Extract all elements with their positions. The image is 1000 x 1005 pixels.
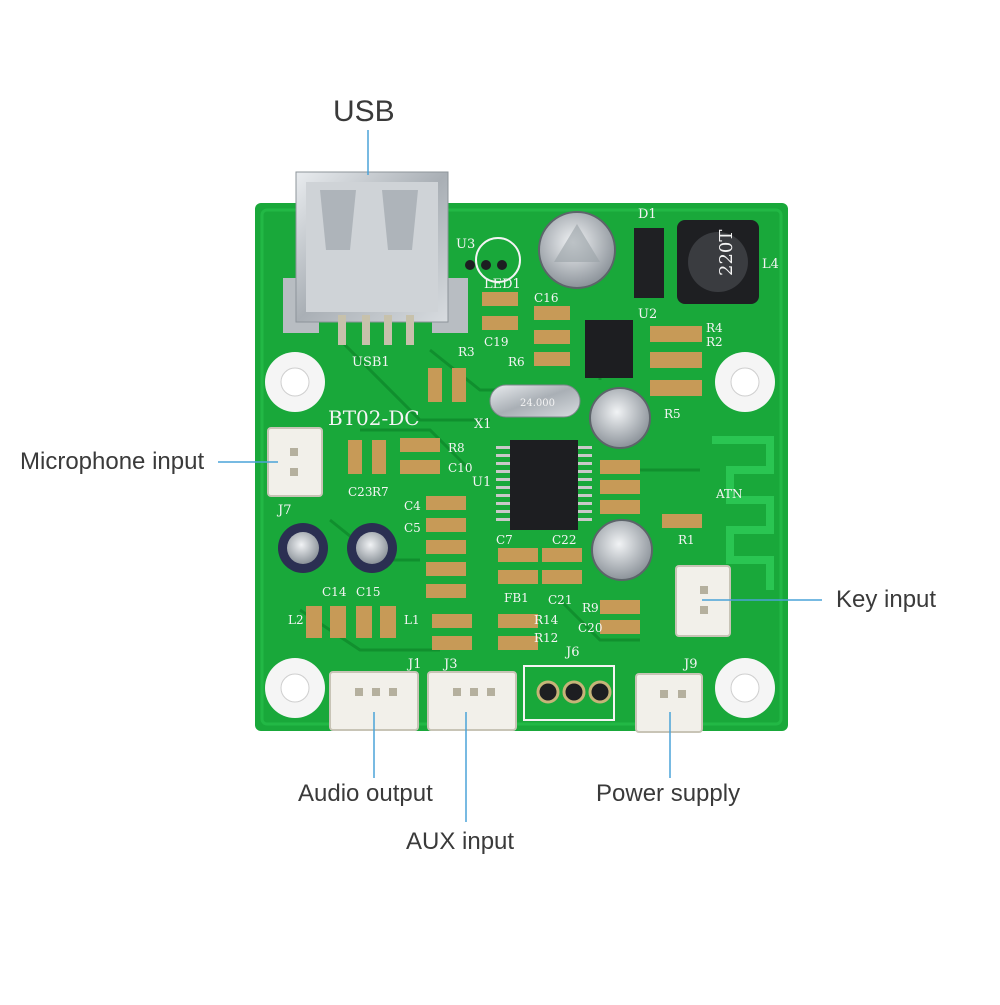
svg-text:C7: C7 xyxy=(496,533,513,547)
svg-text:U1: U1 xyxy=(472,475,491,490)
svg-text:R2: R2 xyxy=(706,335,723,349)
svg-text:R1: R1 xyxy=(678,533,695,547)
svg-text:C14: C14 xyxy=(322,585,347,599)
usb-connector xyxy=(283,171,468,345)
inductor: 220T xyxy=(677,220,759,304)
svg-text:R8: R8 xyxy=(448,441,465,455)
power-supply-callout-label: Power supply xyxy=(596,780,741,807)
svg-text:R3: R3 xyxy=(458,345,475,359)
svg-text:J9: J9 xyxy=(682,657,697,672)
svg-text:ATN: ATN xyxy=(715,487,743,501)
svg-text:C23: C23 xyxy=(348,485,372,499)
svg-text:C4: C4 xyxy=(404,499,421,513)
svg-text:LED1: LED1 xyxy=(484,277,521,292)
svg-text:220T: 220T xyxy=(716,230,737,276)
svg-text:USB1: USB1 xyxy=(352,355,390,370)
antenna-trace xyxy=(712,436,774,590)
svg-text:U3: U3 xyxy=(456,237,475,252)
svg-text:D1: D1 xyxy=(638,207,657,222)
svg-text:C21: C21 xyxy=(548,593,572,607)
svg-text:C19: C19 xyxy=(484,335,508,349)
svg-text:R6: R6 xyxy=(508,355,525,369)
leader-lines xyxy=(218,130,822,822)
svg-text:FB1: FB1 xyxy=(504,591,529,605)
svg-text:L2: L2 xyxy=(288,613,304,627)
svg-text:U2: U2 xyxy=(638,307,657,322)
svg-text:C22: C22 xyxy=(552,533,576,547)
svg-text:L1: L1 xyxy=(404,613,420,627)
svg-text:C15: C15 xyxy=(356,585,380,599)
svg-text:L4: L4 xyxy=(762,257,779,272)
svg-text:J1: J1 xyxy=(406,657,421,672)
svg-text:C20: C20 xyxy=(578,621,602,635)
microphone-input-callout-label: Microphone input xyxy=(20,448,205,475)
svg-text:J3: J3 xyxy=(442,657,457,672)
svg-text:R7: R7 xyxy=(372,485,389,499)
svg-text:R4: R4 xyxy=(706,321,723,335)
svg-text:R9: R9 xyxy=(582,601,599,615)
electrolytic-capacitor xyxy=(278,211,653,581)
usb-callout-label: USB xyxy=(333,95,395,128)
svg-text:J6: J6 xyxy=(564,645,579,660)
silkscreen: BT02-DC USB1 U3 LED1 D1 L4 U2 U1 X1 ATN … xyxy=(276,207,779,672)
svg-text:X1: X1 xyxy=(474,417,492,432)
svg-text:C10: C10 xyxy=(448,461,472,475)
board-name: BT02-DC xyxy=(328,406,420,430)
svg-text:C5: C5 xyxy=(404,521,421,535)
svg-text:J7: J7 xyxy=(276,503,291,518)
key-input-callout-label: Key input xyxy=(836,586,937,613)
main-ic xyxy=(496,440,592,530)
svg-text:R5: R5 xyxy=(664,407,681,421)
aux-input-callout-label: AUX input xyxy=(406,828,515,855)
connectors xyxy=(267,427,731,733)
svg-text:C16: C16 xyxy=(534,291,558,305)
svg-text:R14: R14 xyxy=(534,613,559,627)
audio-output-callout-label: Audio output xyxy=(298,780,433,807)
svg-text:R12: R12 xyxy=(534,631,558,645)
svg-text:24.000: 24.000 xyxy=(520,398,555,409)
smd-components xyxy=(306,292,702,650)
mounting-holes xyxy=(265,352,775,718)
